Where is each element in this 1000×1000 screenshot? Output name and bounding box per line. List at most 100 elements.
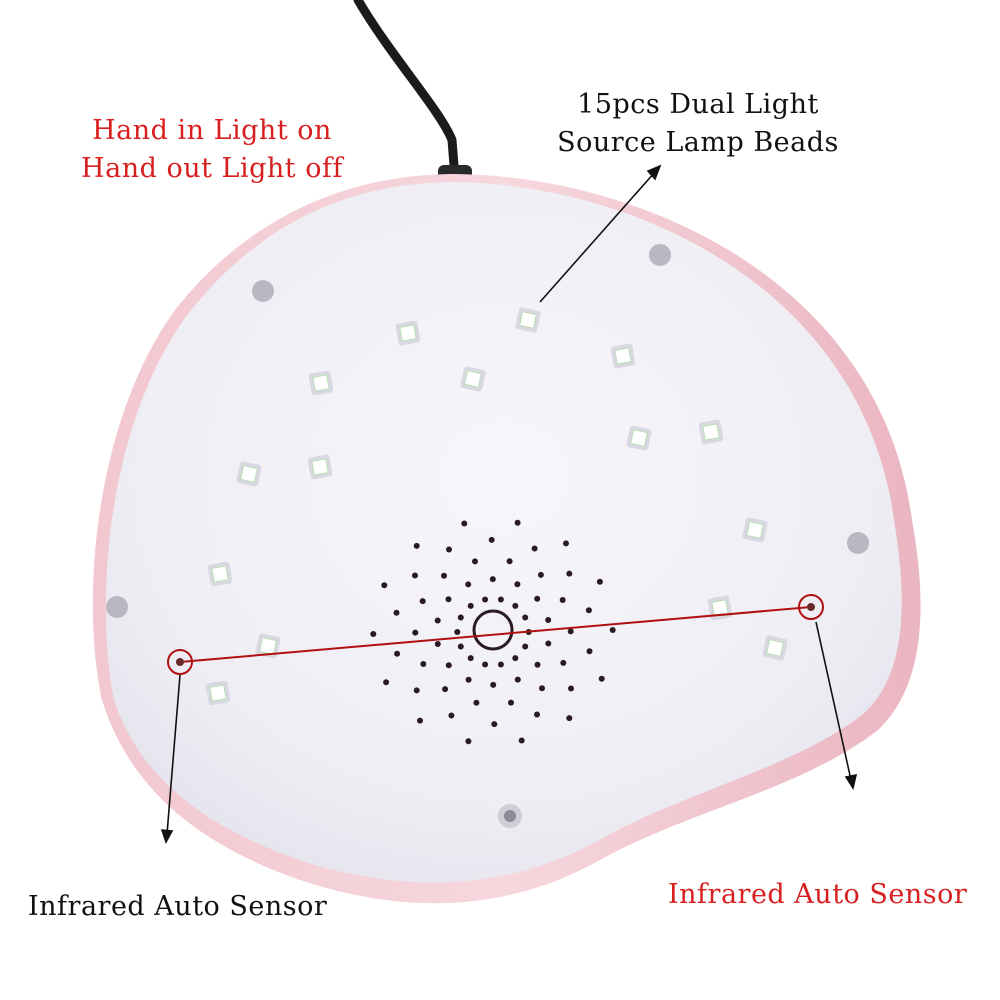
vent-center-ring (472, 609, 514, 651)
lamp-bead (762, 635, 788, 661)
lamp-bead (207, 561, 233, 587)
vent-hole (566, 715, 573, 722)
vent-hole (545, 617, 552, 623)
lamp-bead (626, 425, 652, 451)
vent-hole (417, 717, 423, 724)
bottom-screw (498, 804, 522, 828)
vent-hole (445, 596, 452, 603)
lamp-bead (255, 633, 281, 659)
vent-hole (512, 602, 519, 609)
vent-hole (560, 659, 567, 666)
vent-hole (537, 571, 544, 578)
vent-hole (522, 643, 529, 650)
lamp-bead (395, 320, 421, 346)
vent-hole (394, 650, 401, 657)
sensor-right-marker (798, 594, 824, 620)
lamp-bead (308, 370, 334, 396)
vent-hole (506, 558, 513, 565)
lamp-body (105, 182, 902, 883)
vent-hole (454, 629, 461, 635)
hand-sensor-label-line1: Hand in Light on (92, 115, 332, 146)
vent-hole (383, 679, 390, 686)
hand-sensor-label: Hand in Light on Hand out Light off (62, 112, 362, 188)
vent-hole (545, 640, 552, 647)
power-cable (353, 0, 460, 183)
vent-hole (512, 655, 519, 662)
vent-hole (465, 738, 472, 745)
callout-arrows (160, 164, 858, 844)
vent-hole (534, 595, 541, 602)
lamp-bead (515, 307, 541, 333)
vent-hole (531, 545, 538, 552)
vent-hole (539, 685, 545, 692)
vent-hole (442, 686, 449, 693)
vent-hole (419, 598, 426, 605)
vent-hole (497, 661, 504, 668)
lamp-beads-label-line1: 15pcs Dual Light (577, 89, 819, 120)
lamp-bead (307, 454, 333, 480)
vent-hole (482, 596, 489, 603)
lamp-bead (698, 419, 724, 445)
vent-hole (445, 662, 452, 669)
vent-hole (585, 607, 592, 614)
hand-sensor-label-line2: Hand out Light off (81, 153, 343, 184)
vent-hole (514, 519, 521, 526)
vent-hole (518, 737, 525, 744)
vent-hole (508, 699, 514, 706)
vent-hole (534, 711, 540, 718)
vent-hole (457, 643, 464, 650)
vent-hole (563, 540, 569, 547)
vent-hole (586, 648, 593, 655)
lamp-beads-label: 15pcs Dual Light Source Lamp Beads (548, 86, 848, 162)
vent-hole (413, 687, 420, 694)
lamp-beads-label-line2: Source Lamp Beads (557, 127, 839, 158)
vent-hole (461, 520, 468, 527)
vent-hole (491, 721, 498, 728)
vent-hole (413, 542, 420, 549)
vent-hole (393, 609, 400, 616)
vent-hole (412, 629, 419, 636)
vent-hole (490, 681, 497, 688)
vent-hole (522, 614, 529, 621)
vent-hole (514, 676, 521, 683)
vent-hole (467, 602, 474, 609)
vent-hole (420, 661, 427, 667)
vent-hole (598, 675, 605, 682)
vent-hole (567, 628, 574, 635)
vent-hole (381, 582, 388, 589)
vent-hole (434, 617, 441, 624)
vent-hole (473, 699, 480, 706)
sensor-left-marker (167, 649, 193, 675)
vent-hole (446, 546, 452, 553)
sensor-beam-line (179, 606, 812, 663)
vent-hole (489, 576, 496, 583)
vent-hole (465, 581, 472, 588)
lamp-bead (707, 595, 733, 621)
vent-hole (465, 676, 472, 683)
lamp-bead (236, 461, 262, 487)
vent-hole (497, 596, 504, 603)
lamp-bead (460, 366, 486, 392)
vent-hole (566, 570, 573, 577)
vent-hole (609, 627, 616, 633)
vent-hole (434, 641, 441, 647)
vent-hole (514, 581, 521, 588)
vent-hole (448, 712, 455, 719)
lamp-bead (610, 343, 636, 369)
vent-hole (457, 614, 464, 621)
vent-hole (467, 655, 474, 662)
sensor-right-label: Infrared Auto Sensor (668, 879, 968, 910)
vent-hole (488, 536, 495, 543)
vent-hole (482, 661, 489, 668)
sensor-left-label: Infrared Auto Sensor (28, 891, 328, 922)
vent-hole (472, 558, 478, 565)
vent-hole (534, 661, 541, 668)
vent-hole (370, 631, 377, 637)
vent-hole (412, 572, 418, 579)
ventilation-holes (370, 519, 616, 745)
lamp-bead (205, 680, 231, 706)
vent-hole (596, 578, 603, 585)
lamp-beads (205, 307, 788, 706)
vent-hole (441, 572, 447, 579)
